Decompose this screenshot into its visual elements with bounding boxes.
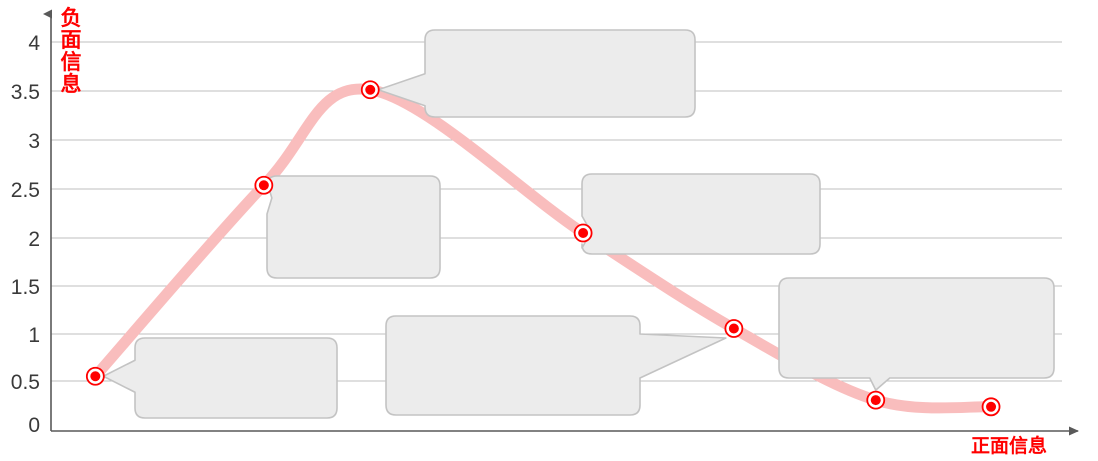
callout-bubble[interactable] bbox=[266, 175, 441, 279]
callout-bubble[interactable] bbox=[778, 277, 1055, 391]
callout-shape bbox=[385, 315, 727, 416]
data-point-marker[interactable] bbox=[360, 80, 380, 100]
data-point-marker[interactable] bbox=[85, 366, 105, 386]
y-tick-label: 4 bbox=[28, 32, 40, 55]
callout-bubble[interactable] bbox=[102, 337, 338, 419]
callout-bubble[interactable] bbox=[385, 315, 727, 416]
y-tick-label: 1 bbox=[28, 324, 40, 347]
callout-group bbox=[102, 29, 1055, 419]
marker-dot bbox=[365, 84, 376, 95]
x-axis-title: 正面信息 bbox=[971, 436, 1048, 457]
y-tick-label: 0 bbox=[28, 414, 40, 437]
series-line bbox=[89, 83, 997, 414]
data-point-marker[interactable] bbox=[981, 397, 1001, 417]
marker-dot bbox=[90, 371, 101, 382]
y-tick-labels: 4 3.5 3 2.5 2 1.5 1 0.5 0 bbox=[11, 32, 41, 437]
callout-bubble[interactable] bbox=[377, 29, 696, 118]
data-point-marker[interactable] bbox=[724, 319, 744, 338]
callout-shape bbox=[778, 277, 1055, 391]
callout-bubble[interactable] bbox=[581, 173, 821, 255]
data-point-marker[interactable] bbox=[254, 175, 274, 195]
callout-shape bbox=[102, 337, 338, 419]
marker-dot bbox=[986, 401, 997, 412]
callout-shape bbox=[266, 175, 441, 279]
y-axis-title-char: 信 bbox=[60, 51, 82, 74]
y-tick-label: 3 bbox=[28, 130, 40, 153]
y-axis-title-char: 面 bbox=[60, 29, 82, 52]
marker-dot bbox=[870, 395, 881, 406]
marker-dot bbox=[578, 228, 589, 238]
data-point-marker[interactable] bbox=[573, 223, 593, 243]
y-axis-title: 负 面 信 息 bbox=[56, 8, 86, 96]
y-tick-label: 3.5 bbox=[11, 81, 40, 104]
y-tick-label: 2 bbox=[28, 228, 40, 251]
y-axis-title-char: 负 bbox=[60, 7, 82, 30]
callout-shape bbox=[581, 173, 821, 255]
marker-dot bbox=[728, 323, 739, 334]
data-point-marker[interactable] bbox=[866, 390, 886, 410]
marker-dot bbox=[258, 180, 269, 191]
data-point-group bbox=[85, 80, 1001, 417]
callout-shape bbox=[377, 29, 696, 118]
y-tick-label: 1.5 bbox=[11, 276, 40, 299]
y-tick-label: 2.5 bbox=[11, 179, 40, 202]
y-axis-title-char: 息 bbox=[60, 73, 82, 96]
y-tick-label: 0.5 bbox=[11, 371, 40, 394]
